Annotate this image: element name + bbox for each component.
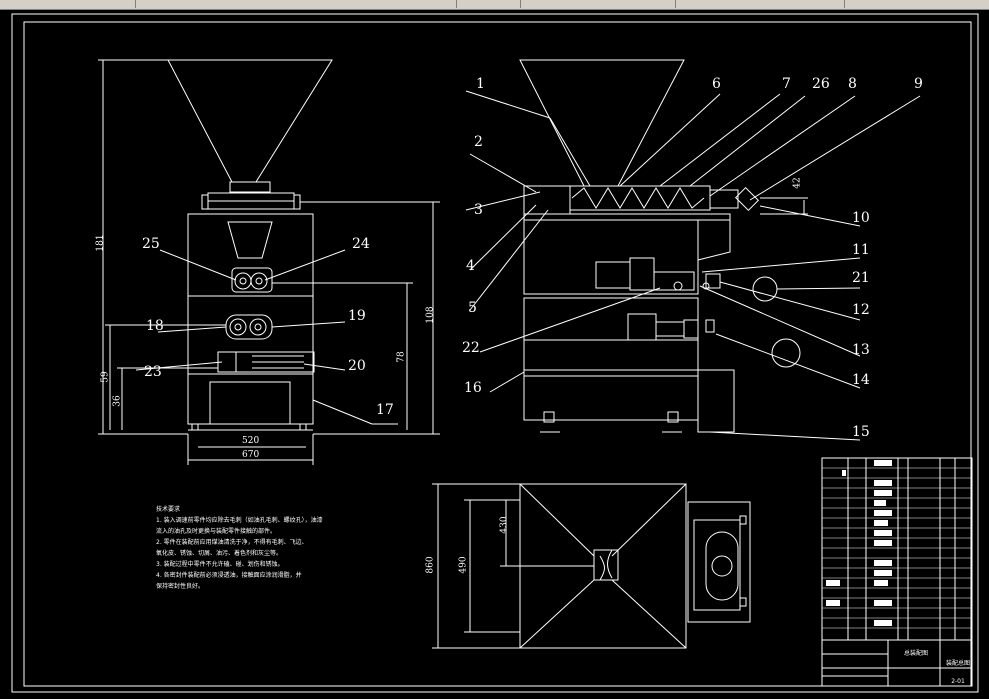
title-block [821, 457, 973, 687]
tech-notes-heading: 技术要求 [156, 506, 181, 513]
title-block-drawing-no: 2-01 [951, 678, 965, 685]
front-view [98, 59, 440, 465]
toolbar-group-properties[interactable] [457, 0, 521, 8]
cad-toolbar[interactable] [0, 0, 989, 10]
title-block-rows [822, 467, 972, 629]
plan-gearbox [687, 501, 751, 623]
tech-note-line: 保持密封性良好。 [156, 583, 205, 590]
tech-note-line: 2. 零件在装配前应用煤油清洗于净，不得有毛刺、飞边、 [156, 539, 308, 546]
title-block-fill [826, 460, 892, 626]
toolbar-group-lineweight[interactable] [676, 0, 845, 8]
side-upper-body [523, 219, 699, 295]
outer-frame [11, 13, 979, 693]
title-block-drawing-title: 装配总图 [945, 660, 970, 667]
side-hopper [519, 59, 685, 187]
drawing-svg [11, 13, 979, 693]
toolbar-group-layers[interactable] [136, 0, 457, 8]
tech-note-line: 流入的油孔及时更换与装配零件接触的部件。 [156, 528, 277, 535]
tech-note-line: 氧化皮、锈蚀、切屑、油污、着色剂和灰尘等。 [156, 550, 283, 557]
title-block-company: 总装配图 [903, 650, 928, 657]
drawing-canvas[interactable]: 25 24 18 19 23 20 17 1 2 3 4 5 6 7 26 8 … [0, 10, 989, 695]
side-view [465, 59, 921, 441]
tech-note-line: 4. 各密封件装配前必须浸透油，接触面应涂润滑脂，并 [156, 572, 302, 579]
side-mid-body [523, 297, 699, 371]
side-screw-conveyor [569, 185, 711, 211]
front-hopper [167, 59, 333, 183]
tech-note-line: 1. 装入调速前零件均应除去毛刺（如油孔毛刺、螺纹孔），油漆 [156, 517, 323, 524]
front-hopper-neck [229, 181, 271, 193]
toolbar-group-plotstyle[interactable] [845, 0, 989, 8]
tech-note-line: 3. 装配过程中零件不允许磕、碰、划伤和锈蚀。 [156, 561, 284, 568]
toolbar-group-linetype[interactable] [521, 0, 676, 8]
toolbar-group-file[interactable] [0, 0, 136, 8]
inner-frame [23, 21, 972, 687]
tech-notes: 技术要求 1. 装入调速前零件均应除去毛刺（如油孔毛刺、螺纹孔），油漆 流入的油… [156, 504, 406, 592]
plan-view [432, 483, 751, 649]
